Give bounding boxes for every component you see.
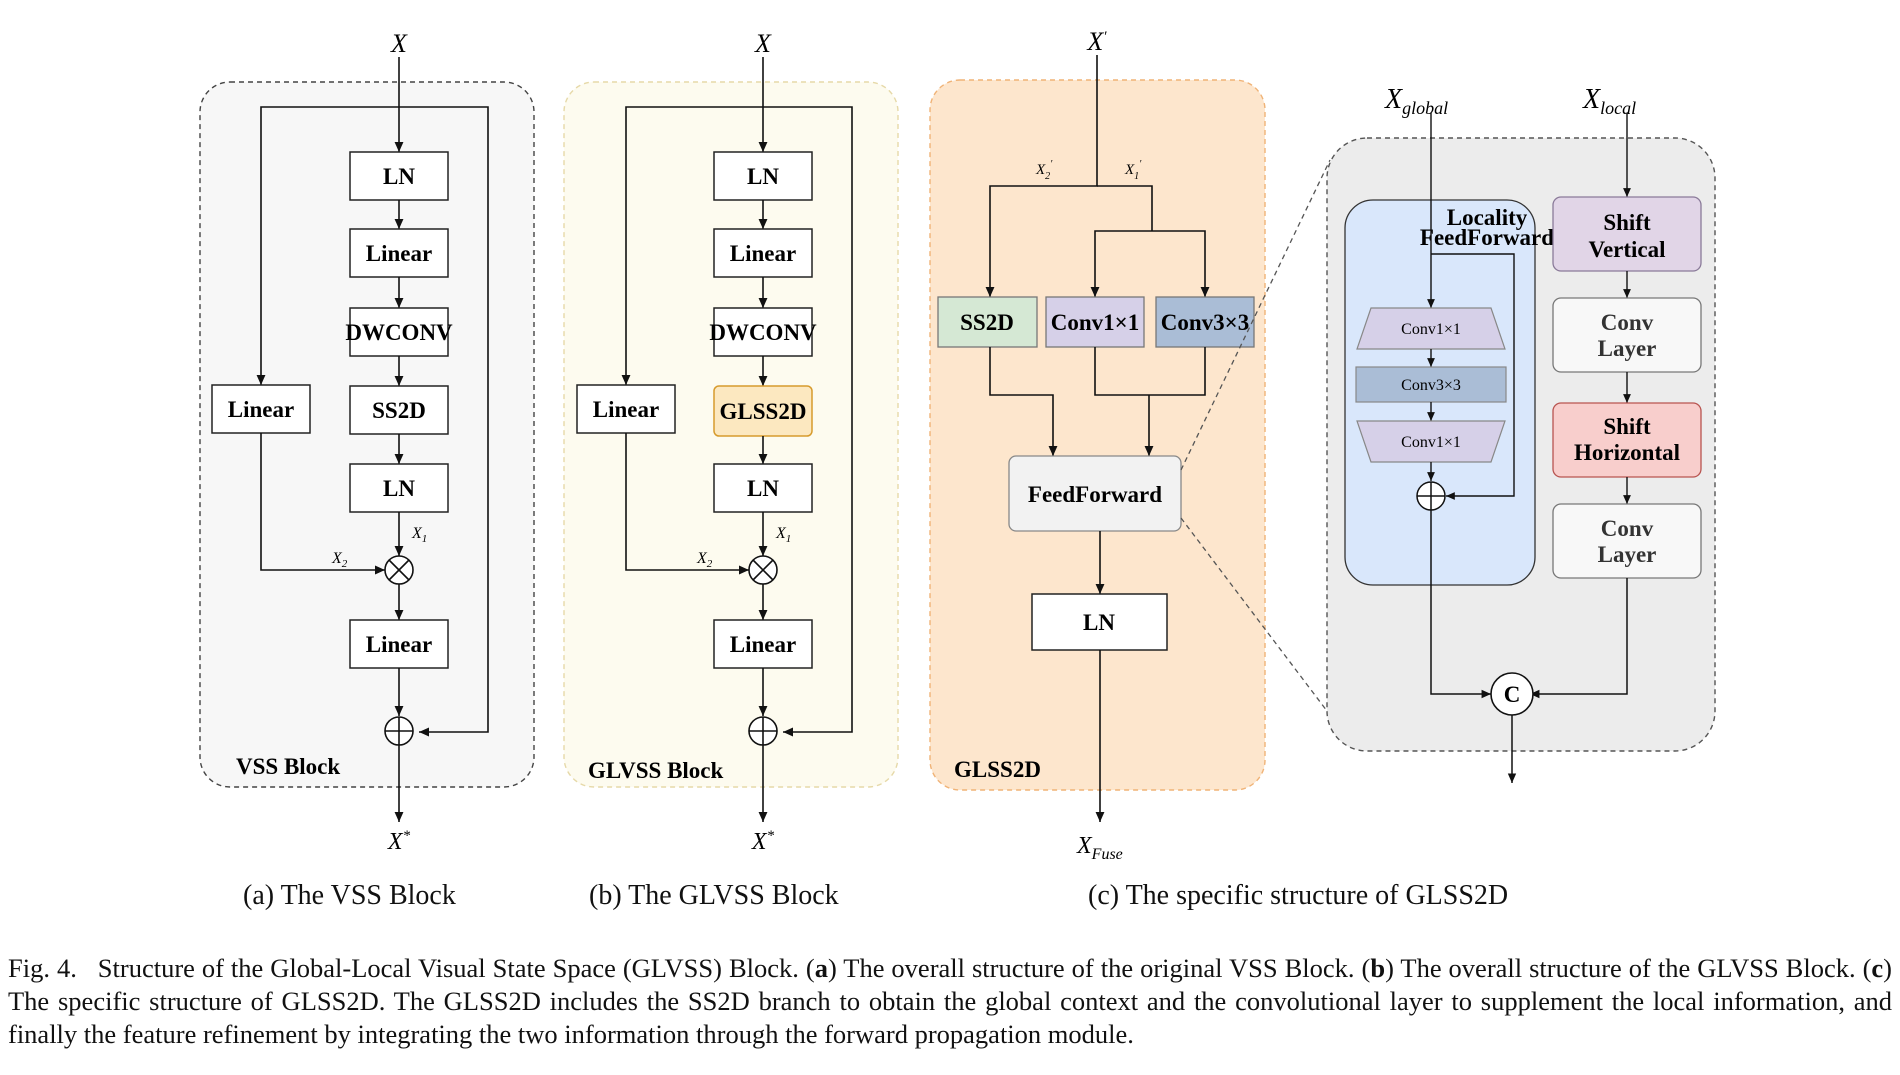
vss-block: X LN Linear DWCONV SS2D LN X1 Linear X2 [199, 29, 535, 855]
vss-linear-side-label: Linear [228, 397, 294, 422]
glss2d-block: X′ X2′ X1′ SS2D Conv1×1 Conv3×3 FeedForw… [929, 27, 1331, 863]
caption-part4: ) The specific structure of GLSS2D. The … [8, 953, 1892, 1049]
caption-part2: ) The overall structure of the original … [827, 953, 1371, 983]
detail-shift-vertical-line2: Vertical [1588, 237, 1665, 262]
glvss-dwconv-label: DWCONV [709, 320, 817, 345]
glvss-multiply-icon [748, 555, 778, 585]
glss2d-conv3-box [1155, 296, 1255, 348]
glvss-block: X LN Linear DWCONV GLSS2D LN X1 Linear X… [563, 29, 899, 855]
detail-conv1a-label: Conv1×1 [1401, 321, 1461, 338]
vss-multiply-icon [384, 555, 414, 585]
detail-concat-icon: C [1490, 672, 1534, 716]
vss-ln1-box [349, 151, 449, 201]
caption-part3: ) The overall structure of the GLVSS Blo… [1385, 953, 1872, 983]
glss2d-feedforward-box [1008, 455, 1182, 532]
glvss-linear1-label: Linear [730, 241, 796, 266]
detail-conv1b-box [1356, 420, 1506, 463]
glvss-block-title: GLVSS Block [588, 758, 724, 783]
glss2d-ss2d-label: SS2D [960, 310, 1014, 335]
vss-input-label: X [390, 29, 408, 58]
glss2d-ln-label: LN [1083, 610, 1115, 635]
glvss-ln1-box [713, 151, 813, 201]
detail-shift-vertical-line1: Shift [1603, 210, 1651, 235]
caption-b: b [1370, 953, 1386, 983]
detail-conv-layer1-line2: Layer [1598, 336, 1657, 361]
architecture-figure: X LN Linear DWCONV SS2D LN X1 Linear X2 [199, 27, 1716, 863]
detail-xglobal-label: Xglobal [1384, 84, 1448, 118]
glss2d-input-label: X′ [1086, 27, 1107, 56]
glvss-linear1-box [713, 228, 813, 278]
vss-add-icon [384, 716, 414, 746]
glvss-add-icon [748, 716, 778, 746]
glss2d-conv1-label: Conv1×1 [1051, 310, 1140, 335]
caption-fig-label: Fig. 4. [8, 953, 77, 983]
vss-ss2d-box [349, 385, 449, 435]
subcaption-c: (c) The specific structure of GLSS2D [1088, 880, 1509, 911]
glss2d-block-title: GLSS2D [954, 757, 1041, 782]
detail-conv1a-box [1356, 307, 1506, 350]
detail-add-icon [1416, 481, 1446, 511]
glvss-ln2-box [713, 463, 813, 513]
subcaption-a: (a) The VSS Block [243, 880, 456, 911]
detail-concat-label: C [1504, 682, 1521, 707]
glss2d-conv1-box [1045, 296, 1145, 348]
vss-output-label: X* [387, 828, 411, 855]
glvss-glss2d-label: GLSS2D [720, 399, 807, 424]
detail-shift-horizontal-line1: Shift [1603, 414, 1651, 439]
vss-ln1-label: LN [383, 164, 415, 189]
glss2d-detail: Xglobal Xlocal Locality FeedForward Conv… [1326, 84, 1716, 783]
detail-conv3-box [1355, 366, 1507, 403]
glss2d-output-label: XFuse [1076, 833, 1123, 863]
glss2d-ln-box [1031, 593, 1168, 651]
vss-block-title: VSS Block [236, 754, 340, 779]
subcaption-b: (b) The GLVSS Block [589, 880, 839, 911]
detail-shift-horizontal-line2: Horizontal [1574, 440, 1680, 465]
locality-title-line1: Locality [1447, 205, 1528, 230]
glvss-ln1-label: LN [747, 164, 779, 189]
caption-a: a [814, 953, 828, 983]
vss-linear1-label: Linear [366, 241, 432, 266]
detail-conv-layer2-line2: Layer [1598, 542, 1657, 567]
vss-ln2-box [349, 463, 449, 513]
detail-conv1b-label: Conv1×1 [1401, 434, 1461, 451]
vss-dwconv-label: DWCONV [345, 320, 453, 345]
glvss-linear-side-label: Linear [593, 397, 659, 422]
locality-title-line2: FeedForward [1420, 225, 1554, 250]
vss-ss2d-label: SS2D [372, 398, 426, 423]
glvss-ln2-label: LN [747, 476, 779, 501]
glvss-linear-out-box [713, 619, 813, 669]
glvss-linear-out-label: Linear [730, 632, 796, 657]
vss-dwconv-box [349, 307, 449, 357]
vss-linear-out-label: Linear [366, 632, 432, 657]
detail-conv3-label: Conv3×3 [1401, 377, 1461, 394]
figure-caption: Fig. 4. Structure of the Global-Local Vi… [8, 952, 1892, 1051]
glvss-linear-side-box [576, 384, 676, 434]
vss-ln2-label: LN [383, 476, 415, 501]
detail-conv-layer2-line1: Conv [1601, 516, 1654, 541]
caption-c: c [1871, 953, 1884, 983]
glvss-output-label: X* [751, 828, 775, 855]
caption-part1: Structure of the Global-Local Visual Sta… [97, 953, 815, 983]
glss2d-feedforward-label: FeedForward [1028, 482, 1162, 507]
glvss-input-label: X [754, 29, 772, 58]
glss2d-conv3-label: Conv3×3 [1161, 310, 1250, 335]
detail-conv-layer1-line1: Conv [1601, 310, 1654, 335]
detail-xlocal-label: Xlocal [1582, 84, 1636, 118]
glss2d-ss2d-box [937, 296, 1038, 348]
vss-linear-out-box [349, 619, 449, 669]
vss-linear1-box [349, 228, 449, 278]
